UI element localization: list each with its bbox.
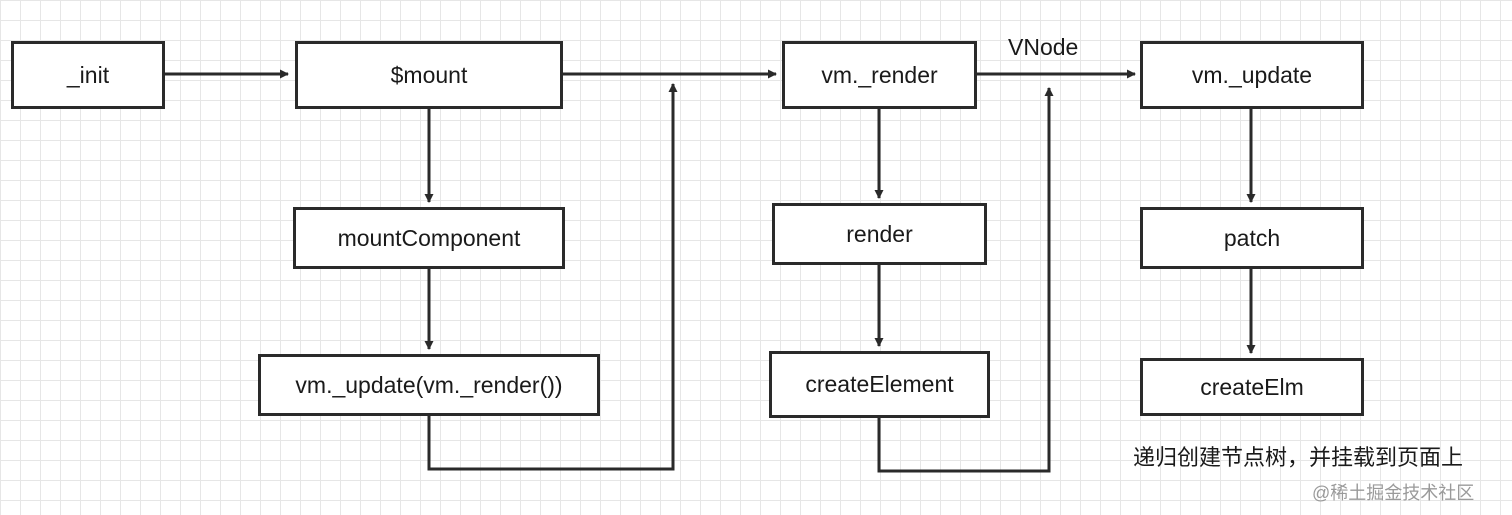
node-vm-update-render-label: vm._update(vm._render()) [295, 371, 563, 398]
node-create-elm-label: createElm [1200, 373, 1304, 400]
node-create-elm: createElm [1140, 358, 1364, 416]
node-create-element-label: createElement [805, 371, 954, 397]
node-init: _init [11, 41, 165, 109]
node-vm-update: vm._update [1140, 41, 1364, 109]
node-patch-label: patch [1223, 224, 1281, 251]
node-vm-render-label: vm._render [821, 61, 938, 88]
node-init-label: _init [66, 61, 110, 88]
node-vm-update-label: vm._update [1191, 61, 1313, 88]
node-create-element: createElement [769, 351, 990, 418]
caption-text: 递归创建节点树，并挂载到页面上 [1133, 445, 1464, 470]
node-mount-label: $mount [390, 61, 468, 88]
node-vm-render: vm._render [782, 41, 977, 109]
node-render-label: render [846, 220, 913, 247]
watermark: @稀土掘金技术社区 [1312, 483, 1475, 503]
return-path-right [877, 87, 1054, 473]
node-render: render [772, 203, 987, 265]
node-patch: patch [1140, 207, 1364, 269]
return-path-left [427, 83, 678, 471]
node-mount-component: mountComponent [293, 207, 565, 269]
edge-label-vnode: VNode [1008, 34, 1079, 60]
node-mount: $mount [295, 41, 563, 109]
node-vm-update-render: vm._update(vm._render()) [258, 354, 600, 416]
node-mount-component-label: mountComponent [337, 224, 521, 251]
